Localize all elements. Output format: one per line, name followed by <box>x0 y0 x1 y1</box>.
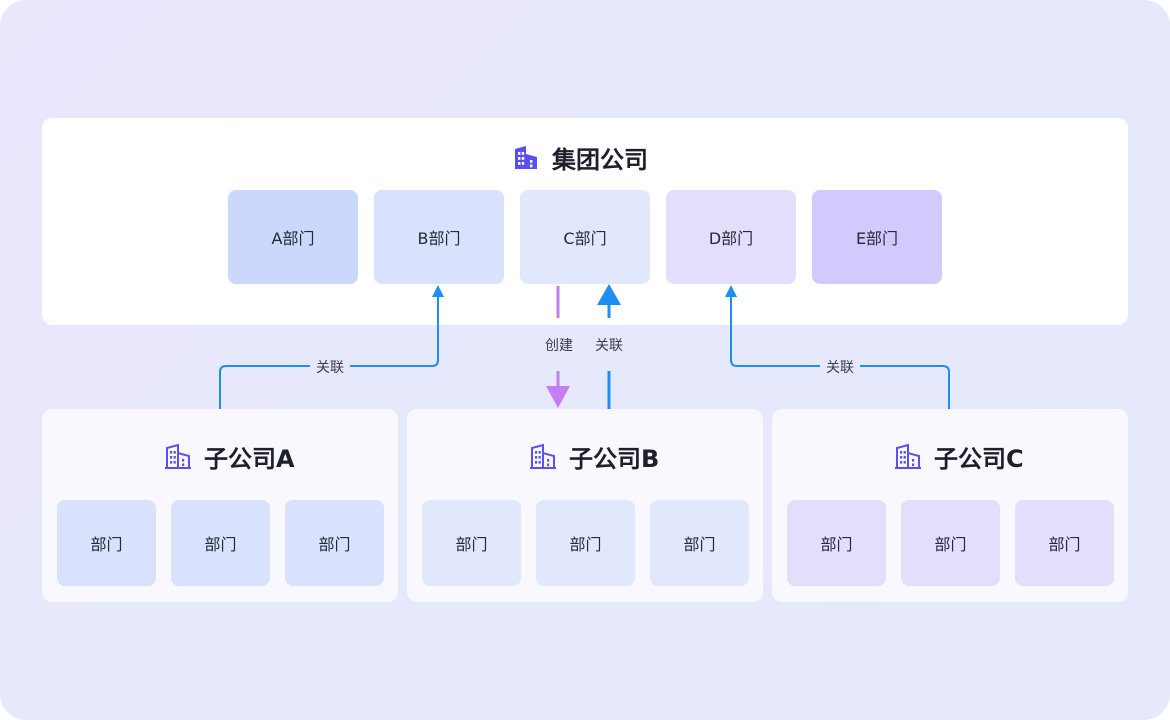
subsidiary-c-panel: 子公司C 部门 部门 部门 <box>772 409 1128 602</box>
subsidiary-a-title-row: 子公司A <box>164 439 295 474</box>
group-company-title-row: 集团公司 <box>512 140 648 175</box>
subsidiary-a-dept-1: 部门 <box>57 500 156 586</box>
subsidiary-a-panel: 子公司A 部门 部门 部门 <box>42 409 398 602</box>
subsidiary-c-dept-2: 部门 <box>901 500 1000 586</box>
building-icon <box>895 443 921 469</box>
dept-label: 部门 <box>820 535 853 554</box>
dept-e-label: E部门 <box>855 229 899 248</box>
group-company-title: 集团公司 <box>552 146 648 174</box>
dept-c: C部门 <box>520 190 650 284</box>
create-label: 创建 <box>545 338 573 354</box>
subsidiary-a-dept-3: 部门 <box>285 500 384 586</box>
create-arrowhead <box>546 386 570 408</box>
subsidiary-a-title: 子公司A <box>204 445 295 473</box>
dept-e: E部门 <box>812 190 942 284</box>
subsidiary-b-dept-3: 部门 <box>650 500 749 586</box>
building-icon <box>530 443 556 469</box>
subsidiary-b-title-row: 子公司B <box>529 439 659 474</box>
link-a-label: 关联 <box>310 357 350 377</box>
subsidiary-c-title: 子公司C <box>934 445 1024 473</box>
subsidiary-b-dept-1: 部门 <box>422 500 521 586</box>
subsidiary-b-dept-2: 部门 <box>536 500 635 586</box>
link-c-label: 关联 <box>820 357 860 377</box>
dept-label: 部门 <box>683 535 716 554</box>
building-icon <box>515 145 537 169</box>
subsidiary-c-title-row: 子公司C <box>894 439 1024 474</box>
subsidiary-a-dept-2: 部门 <box>171 500 270 586</box>
subsidiary-c-dept-3: 部门 <box>1015 500 1114 586</box>
building-icon <box>165 443 191 469</box>
dept-d-label: D部门 <box>708 229 754 248</box>
subsidiary-b-title: 子公司B <box>569 445 660 473</box>
dept-b-label: B部门 <box>417 229 461 248</box>
subsidiary-b-panel: 子公司B 部门 部门 部门 <box>407 409 763 602</box>
dept-label: 部门 <box>934 535 967 554</box>
dept-label: 部门 <box>204 535 237 554</box>
dept-label: 部门 <box>1048 535 1081 554</box>
group-company-panel: 集团公司 A部门 B部门 C部门 D部门 E部门 <box>42 118 1128 325</box>
dept-label: 部门 <box>455 535 488 554</box>
dept-label: 部门 <box>569 535 602 554</box>
dept-c-label: C部门 <box>563 229 607 248</box>
dept-d: D部门 <box>666 190 796 284</box>
dept-a: A部门 <box>228 190 358 284</box>
dept-b: B部门 <box>374 190 504 284</box>
dept-label: 部门 <box>318 535 351 554</box>
dept-label: 部门 <box>90 535 123 554</box>
dept-a-label: A部门 <box>271 229 315 248</box>
link-b-label: 关联 <box>595 338 623 354</box>
subsidiary-c-dept-1: 部门 <box>787 500 886 586</box>
